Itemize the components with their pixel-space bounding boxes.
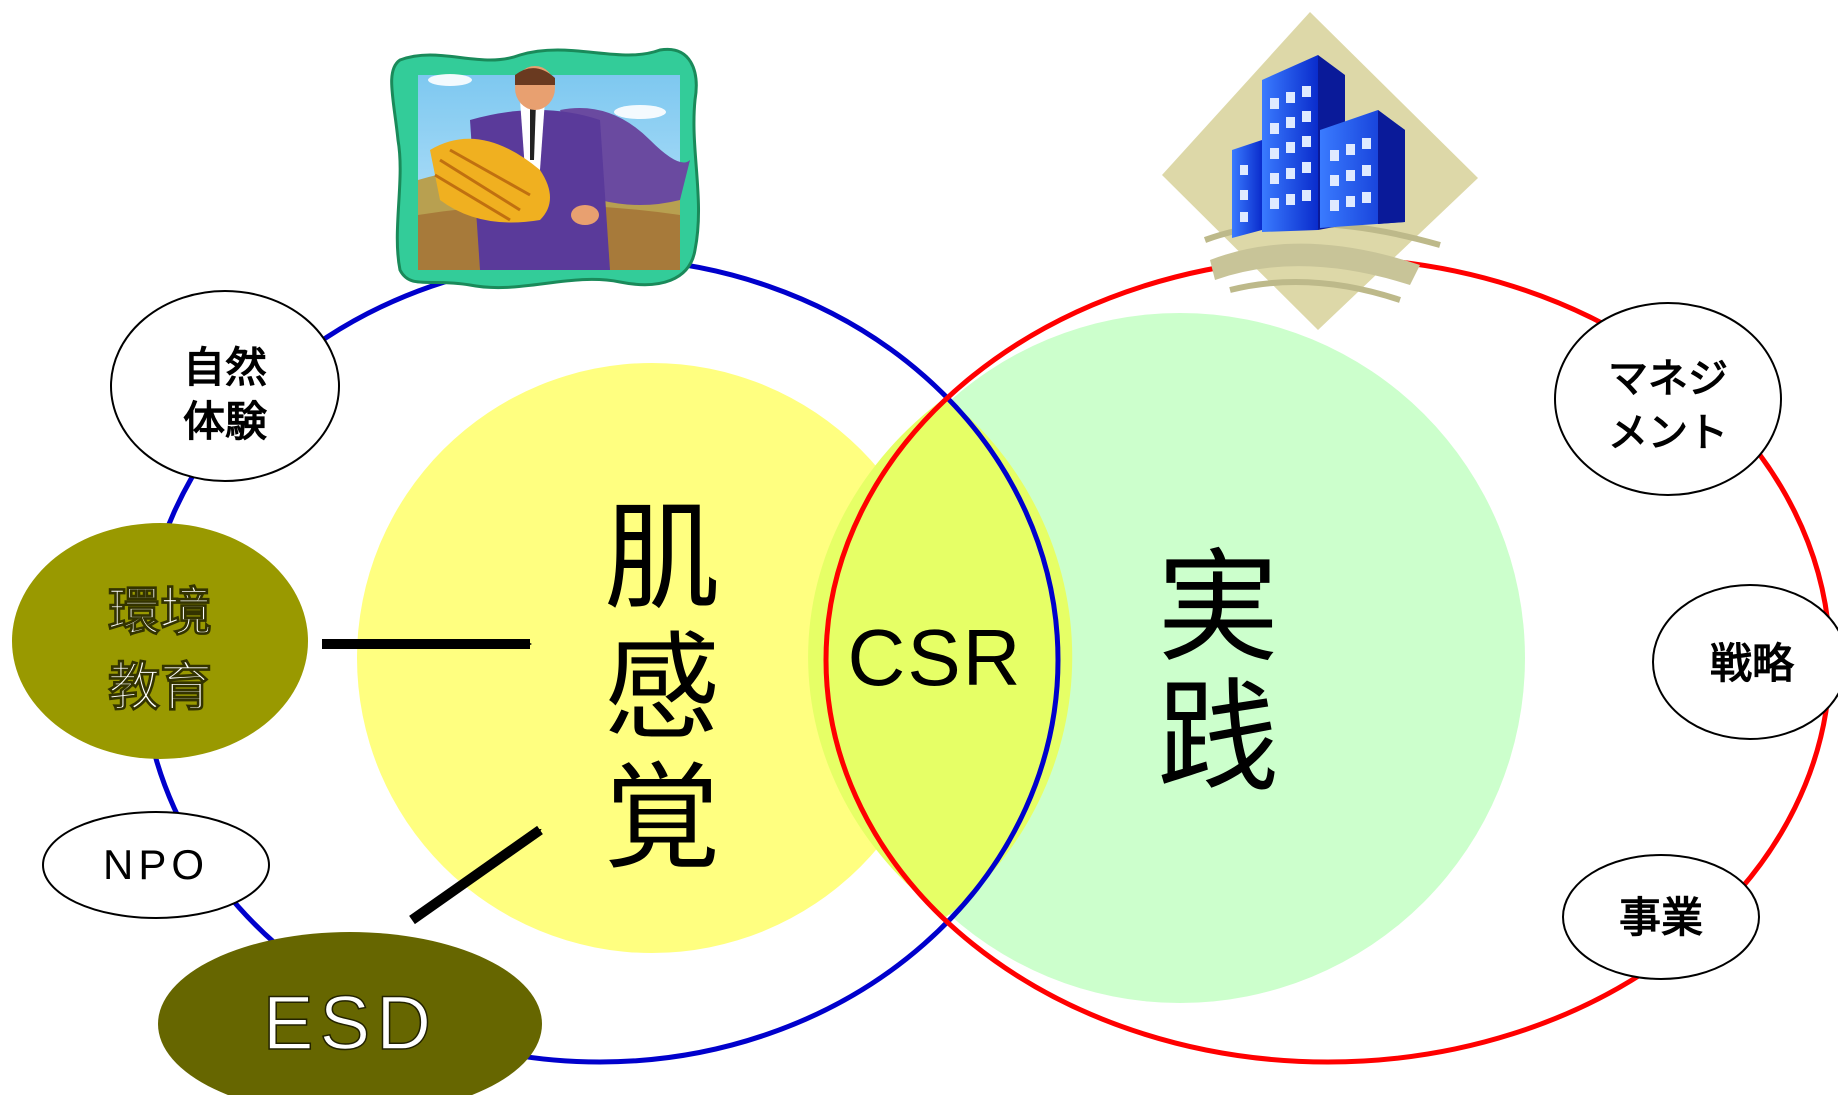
node-esd-label: ESD — [263, 981, 437, 1066]
node-management-line2: メント — [1608, 410, 1728, 456]
overlap-lens — [808, 397, 1073, 917]
node-nature-line2: 体験 — [183, 397, 268, 446]
node-esd: ESD — [158, 932, 542, 1095]
node-business-label: 事業 — [1619, 893, 1703, 942]
node-npo: NPO — [42, 811, 270, 919]
left-area-label-line1: 肌 — [604, 491, 720, 626]
left-area-label: 肌 感 覚 — [604, 491, 720, 886]
node-environmental-education: 環境 教育 — [12, 523, 308, 759]
node-env-education-line2: 教育 — [108, 658, 212, 718]
farmer-wheat-illustration — [390, 47, 700, 290]
overlap-label-csr: CSR — [848, 613, 1023, 702]
node-strategy: 戦略 — [1652, 584, 1838, 740]
node-nature-line1: 自然 — [183, 343, 267, 392]
node-strategy-label: 戦略 — [1710, 639, 1795, 688]
node-business: 事業 — [1562, 854, 1760, 980]
right-area-label: 実 践 — [1157, 537, 1279, 809]
office-building-illustration — [1162, 12, 1478, 330]
node-management-line1: マネジ — [1608, 356, 1728, 402]
left-area-label-line3: 覚 — [604, 751, 720, 886]
arrow-esd-to-feel — [409, 825, 543, 925]
node-env-education-line1: 環境 — [108, 583, 212, 643]
right-area-label-line1: 実 — [1157, 537, 1279, 679]
left-area-label-line2: 感 — [604, 621, 720, 756]
node-npo-label: NPO — [103, 841, 209, 888]
node-management: マネジ メント — [1554, 302, 1782, 496]
left-inner-circle — [357, 363, 947, 953]
node-nature-experience: 自然 体験 — [110, 290, 340, 482]
right-area-label-line2: 践 — [1157, 667, 1279, 809]
